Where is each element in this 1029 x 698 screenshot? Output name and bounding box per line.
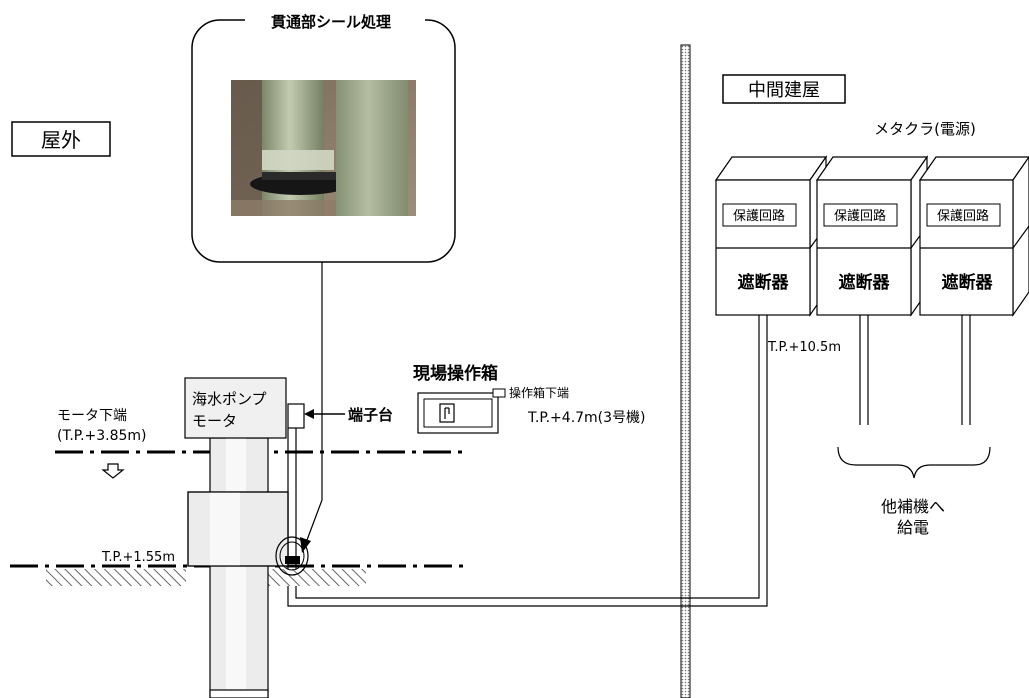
metaclad-panel-1: 保護回路 遮断器: [714, 155, 828, 317]
elevation-1-55: T.P.+1.55m: [101, 550, 175, 565]
ground-hatch-left: [46, 569, 186, 586]
metaclad-panel-2: 保護回路 遮断器: [815, 155, 929, 317]
breaker-1: 遮断器: [738, 272, 790, 293]
motor-bottom-value: (T.P.+3.85m): [57, 428, 147, 444]
local-panel: [417, 392, 499, 434]
building-wall: [680, 44, 691, 698]
penetration-point: [275, 536, 309, 576]
breaker-3: 遮断器: [942, 272, 994, 293]
penetration-seal-callout: 貫通部シール処理: [191, 10, 456, 553]
breaker-2: 遮断器: [839, 272, 891, 293]
pump-motor: 海水ポンプ モータ: [184, 377, 287, 439]
ground-hatch-right: [268, 569, 366, 586]
outdoor-text: 屋外: [41, 128, 81, 152]
protection-circuit-3: 保護回路: [937, 208, 989, 224]
switch-icon: [439, 403, 455, 423]
elevation-10-5: T.P.+10.5m: [767, 340, 841, 355]
motor-bottom-label: モータ下端: [57, 408, 127, 424]
down-arrow-icon: [101, 463, 125, 479]
other-aux-cables: [859, 315, 971, 425]
pump-motor-text-1: 海水ポンプ: [192, 390, 267, 408]
terminal-arrow: [304, 409, 314, 419]
seal-photo: [231, 80, 416, 216]
penetration-seal-title: 貫通部シール処理: [271, 13, 391, 31]
metaclad-panel-3: 保護回路 遮断器: [918, 155, 1029, 317]
aux-brace: [837, 446, 991, 479]
other-aux-text-1: 他補機へ: [881, 497, 945, 516]
terminal-block: [287, 403, 305, 429]
panel-bottom-value: T.P.+4.7m(3号機): [527, 410, 646, 426]
outdoor-label: 屋外: [11, 121, 111, 157]
protection-circuit-2: 保護回路: [834, 208, 886, 224]
pump-motor-text-2: モータ: [192, 412, 237, 430]
seawater-pump: [187, 437, 289, 698]
power-cable-route: [295, 315, 760, 599]
intermediate-building-label: 中間建屋: [722, 74, 846, 104]
local-panel-title: 現場操作箱: [413, 363, 498, 384]
panel-bottom-label: 操作箱下端: [509, 385, 569, 400]
protection-circuit-1: 保護回路: [733, 208, 785, 224]
terminal-block-label: 端子台: [348, 406, 393, 424]
metaclad-label: メタクラ(電源): [874, 120, 976, 138]
intermediate-building-text: 中間建屋: [748, 80, 820, 101]
other-aux-text-2: 給電: [897, 518, 929, 537]
